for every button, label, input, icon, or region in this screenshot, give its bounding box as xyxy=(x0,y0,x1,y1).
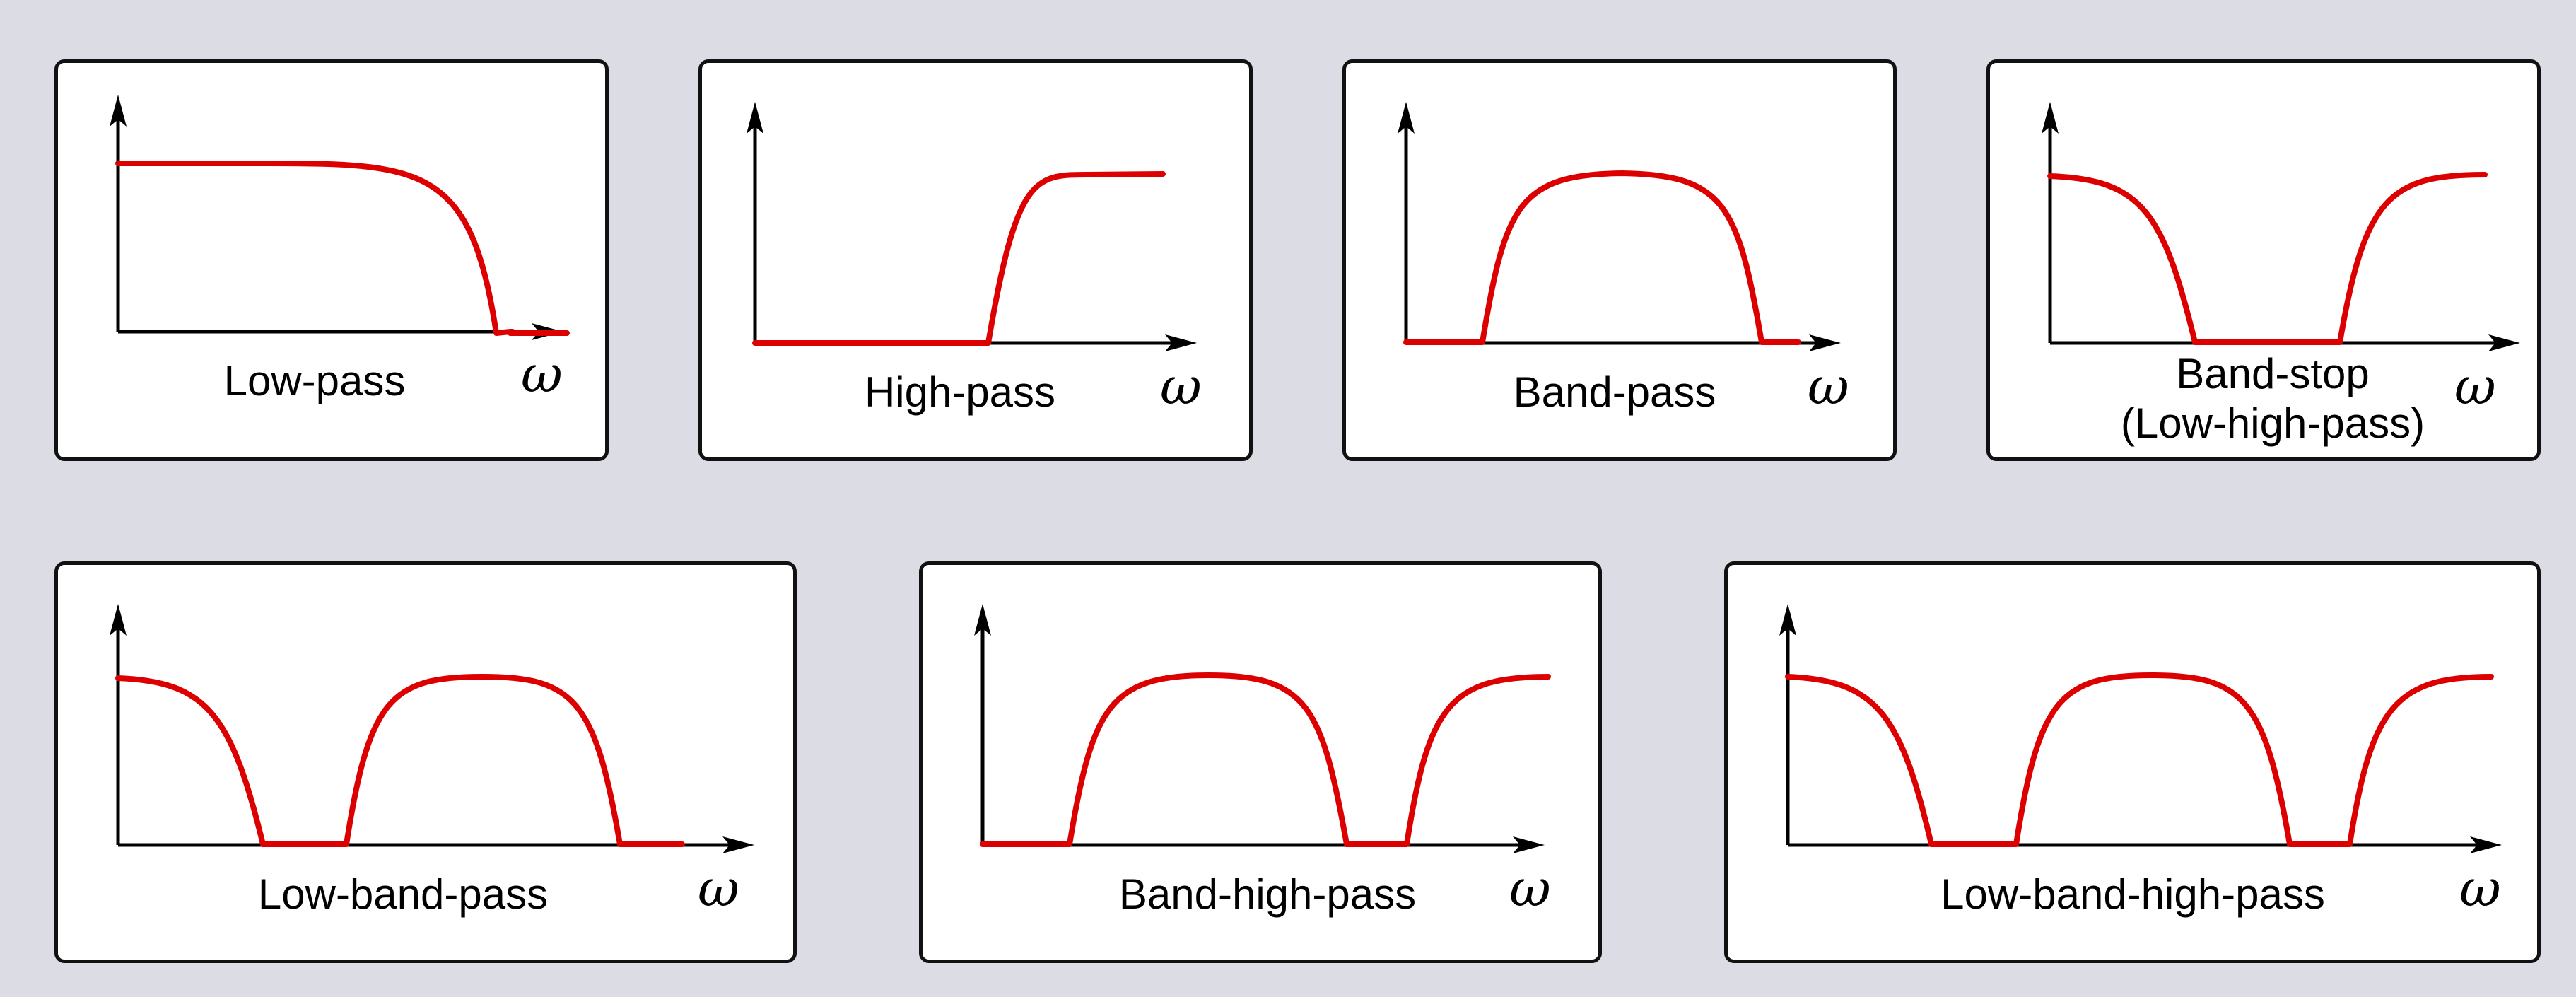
y-axis-arrow xyxy=(1779,604,1796,636)
y-axis-arrow xyxy=(747,102,763,134)
panel-band-stop: ω Band-stop (Low-high-pass) xyxy=(1986,59,2541,461)
band-pass-plot: ω Band-pass xyxy=(1398,102,1849,416)
response-curve xyxy=(1785,672,2494,847)
x-axis-arrow xyxy=(2488,334,2520,351)
panel-band-pass: ω Band-pass xyxy=(1342,59,1897,461)
y-axis-arrow xyxy=(1398,102,1415,134)
band-high-pass-plot: ω Band-high-pass xyxy=(974,604,1551,918)
panel-label: Low-band-high-pass xyxy=(1940,870,2325,918)
response-curve xyxy=(2047,172,2488,345)
response-curve xyxy=(752,171,1166,346)
x-axis-arrow xyxy=(1809,334,1841,351)
response-curve xyxy=(115,674,685,847)
panel-low-band-pass: ω Low-band-pass xyxy=(54,561,797,963)
omega-symbol: ω xyxy=(1509,858,1551,918)
y-axis-arrow xyxy=(974,604,991,636)
y-axis-arrow xyxy=(2042,102,2059,134)
panel-low-pass: ω Low-pass xyxy=(54,59,609,461)
x-axis-arrow xyxy=(1165,334,1197,351)
y-axis-arrow xyxy=(110,604,127,636)
panel-label: Low-band-pass xyxy=(258,870,548,918)
omega-symbol: ω xyxy=(1160,356,1202,416)
panel-label: Band-pass xyxy=(1514,368,1716,416)
omega-symbol: ω xyxy=(1808,356,1849,416)
response-curve xyxy=(115,161,570,336)
x-axis-arrow xyxy=(722,836,754,853)
x-axis-arrow xyxy=(1513,836,1545,853)
band-stop-plot: ω Band-stop (Low-high-pass) xyxy=(2042,102,2520,447)
omega-symbol: ω xyxy=(2459,858,2501,918)
response-curve xyxy=(1403,170,1801,345)
y-axis-arrow xyxy=(110,95,127,127)
panel-low-band-high-pass: ω Low-band-high-pass xyxy=(1724,561,2541,963)
panel-band-high-pass: ω Band-high-pass xyxy=(919,561,1602,963)
low-band-high-pass-plot: ω Low-band-high-pass xyxy=(1779,604,2502,918)
panel-label-line-2: (Low-high-pass) xyxy=(2121,400,2425,447)
low-pass-plot: ω Low-pass xyxy=(110,95,570,404)
panel-label: Band-high-pass xyxy=(1119,870,1416,918)
panel-label-line-1: Band-stop xyxy=(2176,350,2370,397)
high-pass-plot: ω High-pass xyxy=(747,102,1202,416)
x-axis-arrow xyxy=(2470,836,2502,853)
low-band-pass-plot: ω Low-band-pass xyxy=(110,604,754,918)
omega-symbol: ω xyxy=(2454,356,2496,416)
panel-high-pass: ω High-pass xyxy=(698,59,1253,461)
response-curve xyxy=(980,672,1551,847)
omega-symbol: ω xyxy=(521,344,563,404)
panel-label: High-pass xyxy=(865,368,1055,416)
panel-label: Low-pass xyxy=(224,357,406,404)
omega-symbol: ω xyxy=(698,858,739,918)
